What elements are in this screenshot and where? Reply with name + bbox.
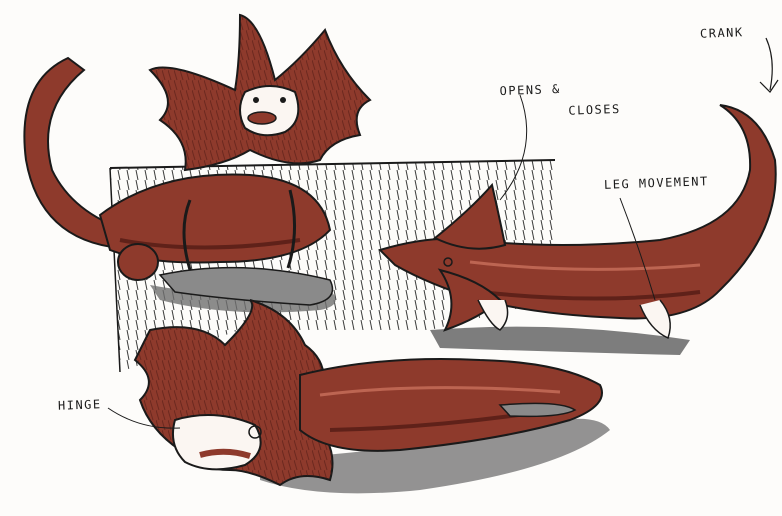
annotation-opens-line2: CLOSES	[500, 98, 621, 124]
annotation-opens-closes: OPENS & CLOSES	[499, 76, 621, 124]
annotation-hinge: HINGE	[58, 397, 102, 413]
annotation-crank: CRANK	[700, 25, 744, 41]
